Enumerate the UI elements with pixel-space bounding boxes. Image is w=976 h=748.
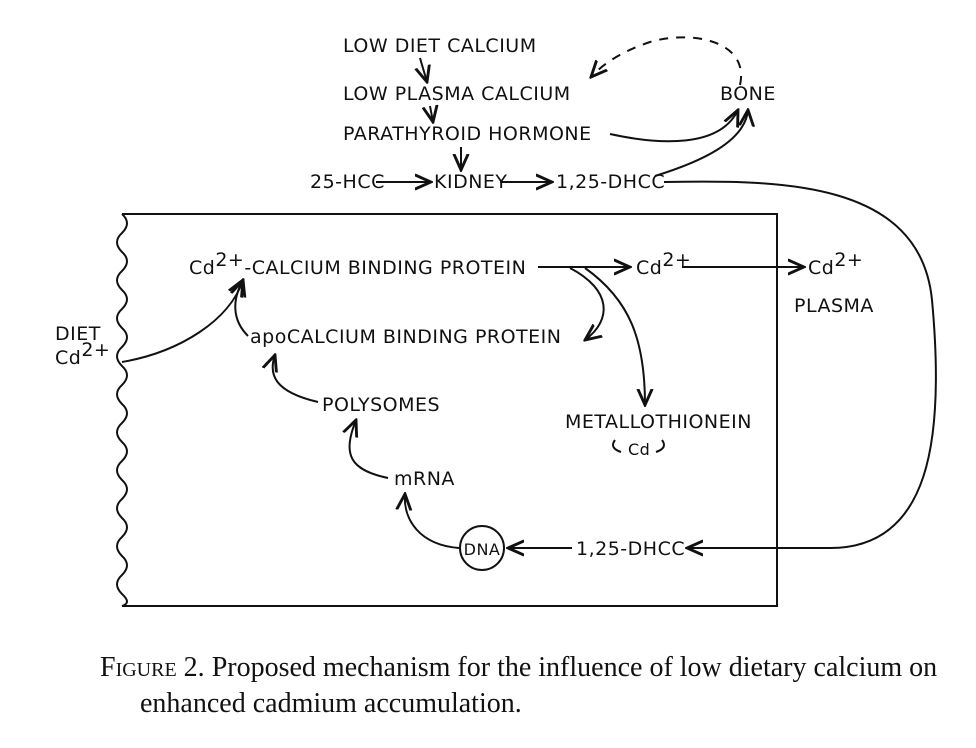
low-plasma-calcium-label: LOW PLASMA CALCIUM	[343, 83, 571, 105]
arrow-cbp-to-apo	[569, 267, 605, 340]
hcc-label: 25-HCC	[310, 171, 385, 193]
arrow-dhcc-to-bone	[654, 110, 748, 177]
mrna-label: mRNA	[394, 468, 455, 490]
arrow-cbp-to-mt	[584, 267, 645, 405]
cd-cbp-charge: 2+	[215, 249, 244, 271]
figure-label: Figure 2.	[100, 652, 205, 683]
arrow-diet-cd-to-cbp	[121, 280, 243, 363]
figure-caption: Figure 2. Proposed mechanism for the inf…	[100, 650, 976, 722]
cd-cbp-cd: Cd	[189, 257, 215, 279]
mt-cd-bracket-right	[655, 439, 665, 453]
arrow-poly-to-apo	[273, 355, 319, 403]
mt-cd-label: Cd	[628, 440, 650, 459]
dna-label: DNA	[464, 540, 501, 559]
mechanism-diagram: LOW DIET CALCIUM LOW PLASMA CALCIUM BONE…	[55, 35, 937, 607]
cd-mid-label: Cd2+	[636, 249, 691, 279]
arrow-plasma-to-pth	[430, 106, 433, 122]
mt-cd-bracket-left	[612, 439, 622, 453]
plasma-label: PLASMA	[794, 295, 874, 317]
cd-cbp-protein: -CALCIUM BINDING PROTEIN	[244, 257, 526, 279]
low-diet-calcium-label: LOW DIET CALCIUM	[343, 35, 537, 57]
arrow-pth-to-bone	[609, 110, 738, 143]
cell-boundary	[122, 213, 778, 607]
dhcc-top-label: 1,25-DHCC	[556, 171, 665, 193]
arrow-dhcc-loop	[663, 180, 937, 548]
arrow-bone-to-plasma	[591, 36, 743, 86]
intestinal-membrane	[116, 213, 128, 607]
kidney-label: KIDNEY	[434, 171, 508, 193]
cd-cbp-label: Cd2+-CALCIUM BINDING PROTEIN	[189, 249, 526, 279]
parathyroid-hormone-label: PARATHYROID HORMONE	[343, 123, 592, 145]
diet-cd-label: Cd2+	[55, 339, 110, 369]
caption-text: Proposed mechanism for the influence of …	[140, 652, 938, 719]
arrow-diet-to-plasma	[420, 57, 427, 82]
diet-label: DIET	[55, 323, 101, 345]
arrow-mrna-to-poly	[350, 420, 389, 479]
dna-circle	[459, 525, 505, 571]
apo-cbp-label: apoCALCIUM BINDING PROTEIN	[250, 326, 562, 348]
polysomes-label: POLYSOMES	[322, 394, 440, 416]
bone-label: BONE	[720, 83, 776, 105]
metallothionein-label: METALLOTHIONEIN	[565, 411, 752, 433]
dhcc-bottom-label: 1,25-DHCC	[576, 538, 685, 560]
cd-plasma-label: Cd2+	[808, 249, 863, 279]
arrow-dna-to-mrna	[405, 494, 460, 549]
arrow-apo-to-cbp	[235, 280, 249, 337]
